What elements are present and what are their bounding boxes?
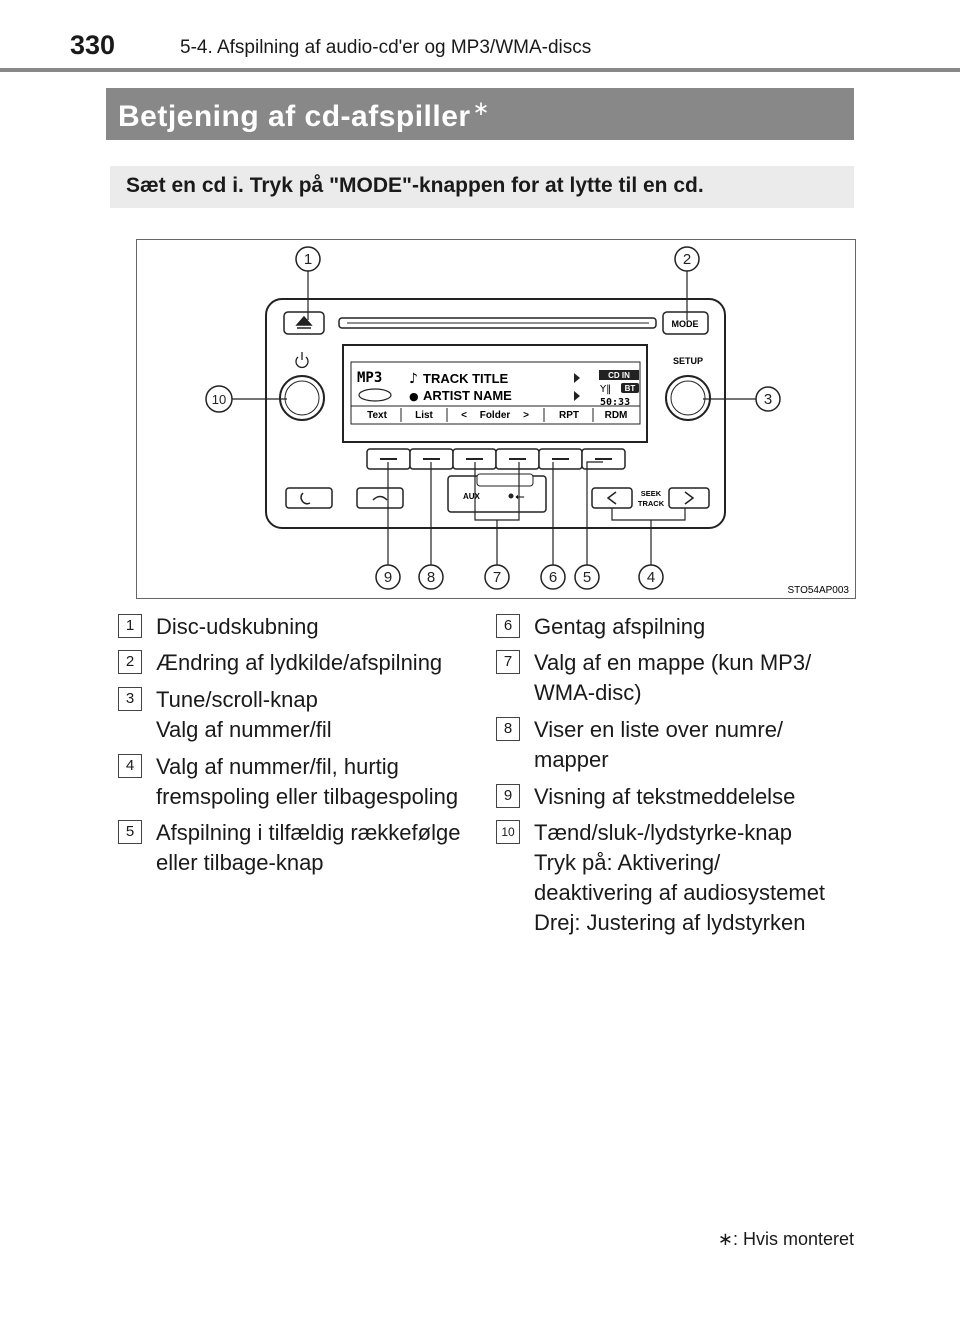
- item-text: Tænd/sluk-/lydstyrke-knap: [534, 820, 792, 845]
- person-icon: ●: [409, 390, 419, 403]
- softkey-list-label: List: [415, 410, 433, 421]
- item-number: 5: [118, 820, 142, 844]
- power-volume-knob: [279, 375, 325, 421]
- item-text: WMA-disc): [534, 680, 642, 705]
- audio-unit-figure: MODE SETUP MP3 ♪ TRACK TITLE ● ARTIST NA…: [136, 239, 856, 599]
- item-text: deaktivering af audiosystemet: [534, 880, 826, 905]
- display-track-title: TRACK TITLE: [423, 371, 509, 386]
- seek-forward-button: [668, 487, 710, 509]
- item-number: 9: [496, 784, 520, 808]
- phone-pickup-button: [285, 487, 333, 509]
- item-text: Drej: Justering af lydstyrken: [534, 910, 806, 935]
- aux-jack-icon: [508, 493, 514, 499]
- item-number: 7: [496, 650, 520, 674]
- item-text: Ændring af lydkilde/afspilning: [156, 650, 443, 675]
- page-header: 330 5-4. Afspilning af audio-cd'er og MP…: [0, 0, 960, 72]
- phone-hangup-icon: [372, 495, 388, 501]
- track-label: TRACK: [638, 499, 665, 508]
- section-heading: Betjening af cd-afspiller∗: [106, 88, 854, 140]
- callout-1: 1: [304, 251, 312, 268]
- display-cd-in: CD IN: [608, 371, 630, 380]
- item-text: Gentag afspilning: [534, 614, 706, 639]
- item-number: 6: [496, 614, 520, 638]
- svg-text:<: <: [461, 410, 467, 421]
- setup-label: SETUP: [673, 356, 703, 366]
- softkey-text-label: Text: [367, 410, 387, 421]
- item-text: Disc-udskubning: [156, 614, 319, 639]
- track-arrow-icon: [574, 373, 580, 383]
- instruction-box: Sæt en cd i. Tryk på "MODE"-knappen for …: [110, 166, 854, 208]
- softkey-folder-label: Folder: [480, 410, 511, 421]
- item-text: Valg af en mappe (kun MP3/: [534, 650, 812, 675]
- callout-circles: [205, 246, 781, 590]
- display-artist-name: ARTIST NAME: [423, 388, 512, 403]
- power-icon: [295, 352, 309, 369]
- display-screen: [342, 344, 648, 443]
- item-text: fremspoling eller tilbagespoling: [156, 784, 459, 809]
- artist-arrow-icon: [574, 391, 580, 401]
- header-rule: [0, 68, 960, 72]
- section-footnote-marker: ∗: [472, 98, 490, 120]
- disc-icon: [358, 388, 392, 402]
- item-number: 8: [496, 717, 520, 741]
- figure-code: STO54AP003: [787, 585, 849, 596]
- item-text: Tryk på: Aktivering/: [534, 850, 721, 875]
- callout-7: 7: [493, 569, 501, 586]
- page-number: 330: [70, 30, 116, 60]
- callout-3: 3: [764, 391, 772, 408]
- callout-4: 4: [647, 569, 655, 586]
- seek-label: SEEK: [641, 489, 662, 498]
- item-text: mapper: [534, 747, 609, 772]
- item-number: 4: [118, 754, 142, 778]
- svg-text:>: >: [523, 410, 529, 421]
- callout-6: 6: [549, 569, 557, 586]
- item-text: Afspilning i tilfældig rækkefølge: [156, 820, 461, 845]
- usb-icon: ⭠: [515, 489, 525, 503]
- instruction-text: Sæt en cd i. Tryk på "MODE"-knappen for …: [126, 174, 704, 197]
- softkey-rpt-label: RPT: [559, 410, 579, 421]
- mode-label: MODE: [672, 319, 699, 329]
- callout-10: 10: [212, 392, 226, 407]
- section-title: Betjening af cd-afspiller: [118, 100, 471, 133]
- callout-8: 8: [427, 569, 435, 586]
- audio-unit-illustration: MODE SETUP MP3 ♪ TRACK TITLE ● ARTIST NA…: [205, 246, 849, 596]
- item-number: 3: [118, 687, 142, 711]
- callout-2: 2: [683, 251, 691, 268]
- callout-5: 5: [583, 569, 591, 586]
- item-text: Visning af tekstmeddelelse: [534, 784, 796, 809]
- seek-back-button: [591, 487, 633, 509]
- phone-hangup-button: [356, 487, 404, 509]
- signal-icon: Y‖: [599, 384, 611, 395]
- aux-label: AUX: [463, 492, 481, 501]
- eject-icon: [295, 315, 313, 329]
- softkey-rdm-label: RDM: [605, 410, 628, 421]
- item-number: 2: [118, 650, 142, 674]
- phone-pickup-icon: [300, 492, 311, 505]
- display-mode: MP3: [357, 370, 382, 386]
- tune-scroll-knob: [665, 375, 711, 421]
- callout-9: 9: [384, 569, 392, 586]
- music-note-icon: ♪: [409, 371, 418, 387]
- item-text: Valg af nummer/fil, hurtig: [156, 754, 399, 779]
- item-text: Tune/scroll-knap: [156, 687, 318, 712]
- display-bt: BT: [625, 384, 636, 393]
- footnote: ∗: Hvis monteret: [717, 1229, 854, 1249]
- item-text: Viser en liste over numre/: [534, 717, 784, 742]
- seek-back-icon: [606, 491, 617, 505]
- item-text: eller tilbage-knap: [156, 850, 324, 875]
- seek-forward-icon: [684, 491, 695, 505]
- display-time: 50:33: [600, 397, 630, 408]
- item-number: 1: [118, 614, 142, 638]
- mode-button: [662, 311, 709, 335]
- preset-buttons: [366, 448, 626, 470]
- item-text: Valg af nummer/fil: [156, 717, 332, 742]
- item-number: 10: [496, 820, 520, 844]
- chapter-title: 5-4. Afspilning af audio-cd'er og MP3/WM…: [180, 37, 592, 58]
